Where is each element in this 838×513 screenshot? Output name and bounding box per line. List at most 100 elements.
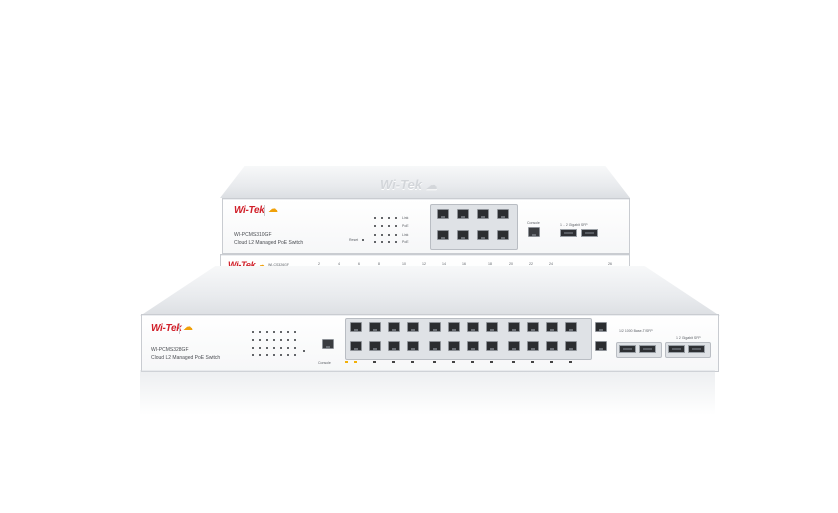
led — [273, 331, 275, 333]
led — [395, 241, 397, 243]
port-number: 26 — [608, 262, 612, 266]
poe-led — [373, 361, 376, 363]
divider — [264, 205, 265, 216]
sfp-label: 1 2 Gigabit SFP — [676, 336, 701, 340]
sfp-port-icon — [560, 229, 577, 237]
led — [374, 217, 376, 219]
port-number: 14 — [442, 262, 446, 266]
rj45-port-icon — [429, 322, 441, 332]
rj45-port-icon — [565, 341, 577, 351]
rj45-port-icon — [350, 341, 362, 351]
rj45-port-icon — [486, 322, 498, 332]
led — [294, 347, 296, 349]
led — [395, 217, 397, 219]
rj45-port-icon — [527, 322, 539, 332]
rj45-port-icon — [486, 341, 498, 351]
top-switch-front-panel — [222, 198, 630, 254]
led — [252, 347, 254, 349]
sfp-port-icon — [581, 229, 598, 237]
led — [280, 339, 282, 341]
port-number: 16 — [462, 262, 466, 266]
rj45-port-icon — [429, 341, 441, 351]
console-port-icon — [528, 227, 540, 237]
led — [266, 339, 268, 341]
top-brand-logo: Wi-Tek — [234, 205, 265, 216]
sfp-port-icon — [619, 345, 636, 353]
poe-led — [569, 361, 572, 363]
led — [259, 339, 261, 341]
led — [266, 331, 268, 333]
poe-led — [411, 361, 414, 363]
led — [287, 331, 289, 333]
led-label-poe: PoE — [402, 224, 409, 228]
combo-rj45-port-icon — [595, 341, 607, 351]
top-sfp-label: 1 .. 2 Gigabit SFP — [560, 223, 588, 227]
rj45-port-icon — [508, 341, 520, 351]
reset-pinhole — [303, 350, 305, 352]
middle-brand-logo: Wi-Tek — [228, 260, 256, 270]
rj45-port-icon — [388, 322, 400, 332]
rj45-port-icon — [527, 341, 539, 351]
led — [388, 217, 390, 219]
led — [374, 225, 376, 227]
led — [381, 225, 383, 227]
rj45-port-icon — [350, 322, 362, 332]
led — [273, 354, 275, 356]
port-number: 8 — [378, 262, 380, 266]
led — [287, 339, 289, 341]
led — [388, 225, 390, 227]
led — [294, 331, 296, 333]
rj45-port-icon — [565, 322, 577, 332]
poe-led — [550, 361, 553, 363]
led — [395, 225, 397, 227]
rj45-port-icon — [437, 230, 449, 240]
led — [259, 331, 261, 333]
port-number: 2 — [318, 262, 320, 266]
led — [259, 354, 261, 356]
rj45-port-icon — [457, 230, 469, 240]
bottom-brand-logo: Wi-Tek — [151, 323, 182, 334]
led — [388, 234, 390, 236]
port-number: 18 — [488, 262, 492, 266]
sfp-port-icon — [639, 345, 656, 353]
poe-led — [354, 361, 357, 363]
rj45-port-icon — [448, 322, 460, 332]
led — [280, 331, 282, 333]
rj45-port-icon — [369, 322, 381, 332]
poe-led — [392, 361, 395, 363]
poe-led — [531, 361, 534, 363]
top-console-label: Console — [527, 221, 540, 225]
port-number: 24 — [549, 262, 553, 266]
led — [273, 339, 275, 341]
floor-reflection — [140, 370, 715, 415]
port-number: 6 — [358, 262, 360, 266]
poe-led — [452, 361, 455, 363]
led — [252, 354, 254, 356]
rj45-port-icon — [448, 341, 460, 351]
port-number: 22 — [529, 262, 533, 266]
led — [374, 234, 376, 236]
top-switch-lid — [220, 166, 630, 198]
led-label-poe-2: PoE — [402, 240, 409, 244]
led — [395, 234, 397, 236]
rj45-port-icon — [407, 322, 419, 332]
led — [381, 217, 383, 219]
cloud-logo-icon: ☁ — [268, 204, 278, 215]
rj45-port-icon — [467, 341, 479, 351]
led — [287, 354, 289, 356]
poe-led — [433, 361, 436, 363]
led — [252, 339, 254, 341]
led — [280, 354, 282, 356]
rj45-port-icon — [388, 341, 400, 351]
console-port-icon — [322, 339, 334, 349]
led — [381, 241, 383, 243]
led — [287, 347, 289, 349]
bottom-description-label: Cloud L2 Managed PoE Switch — [151, 355, 221, 361]
rj45-port-icon — [508, 322, 520, 332]
top-description-label: Cloud L2 Managed PoE Switch — [234, 240, 304, 246]
poe-led — [512, 361, 515, 363]
top-model-label: WI-PCMS310GF — [234, 232, 272, 238]
sfp-port-icon — [688, 345, 705, 353]
poe-led — [471, 361, 474, 363]
